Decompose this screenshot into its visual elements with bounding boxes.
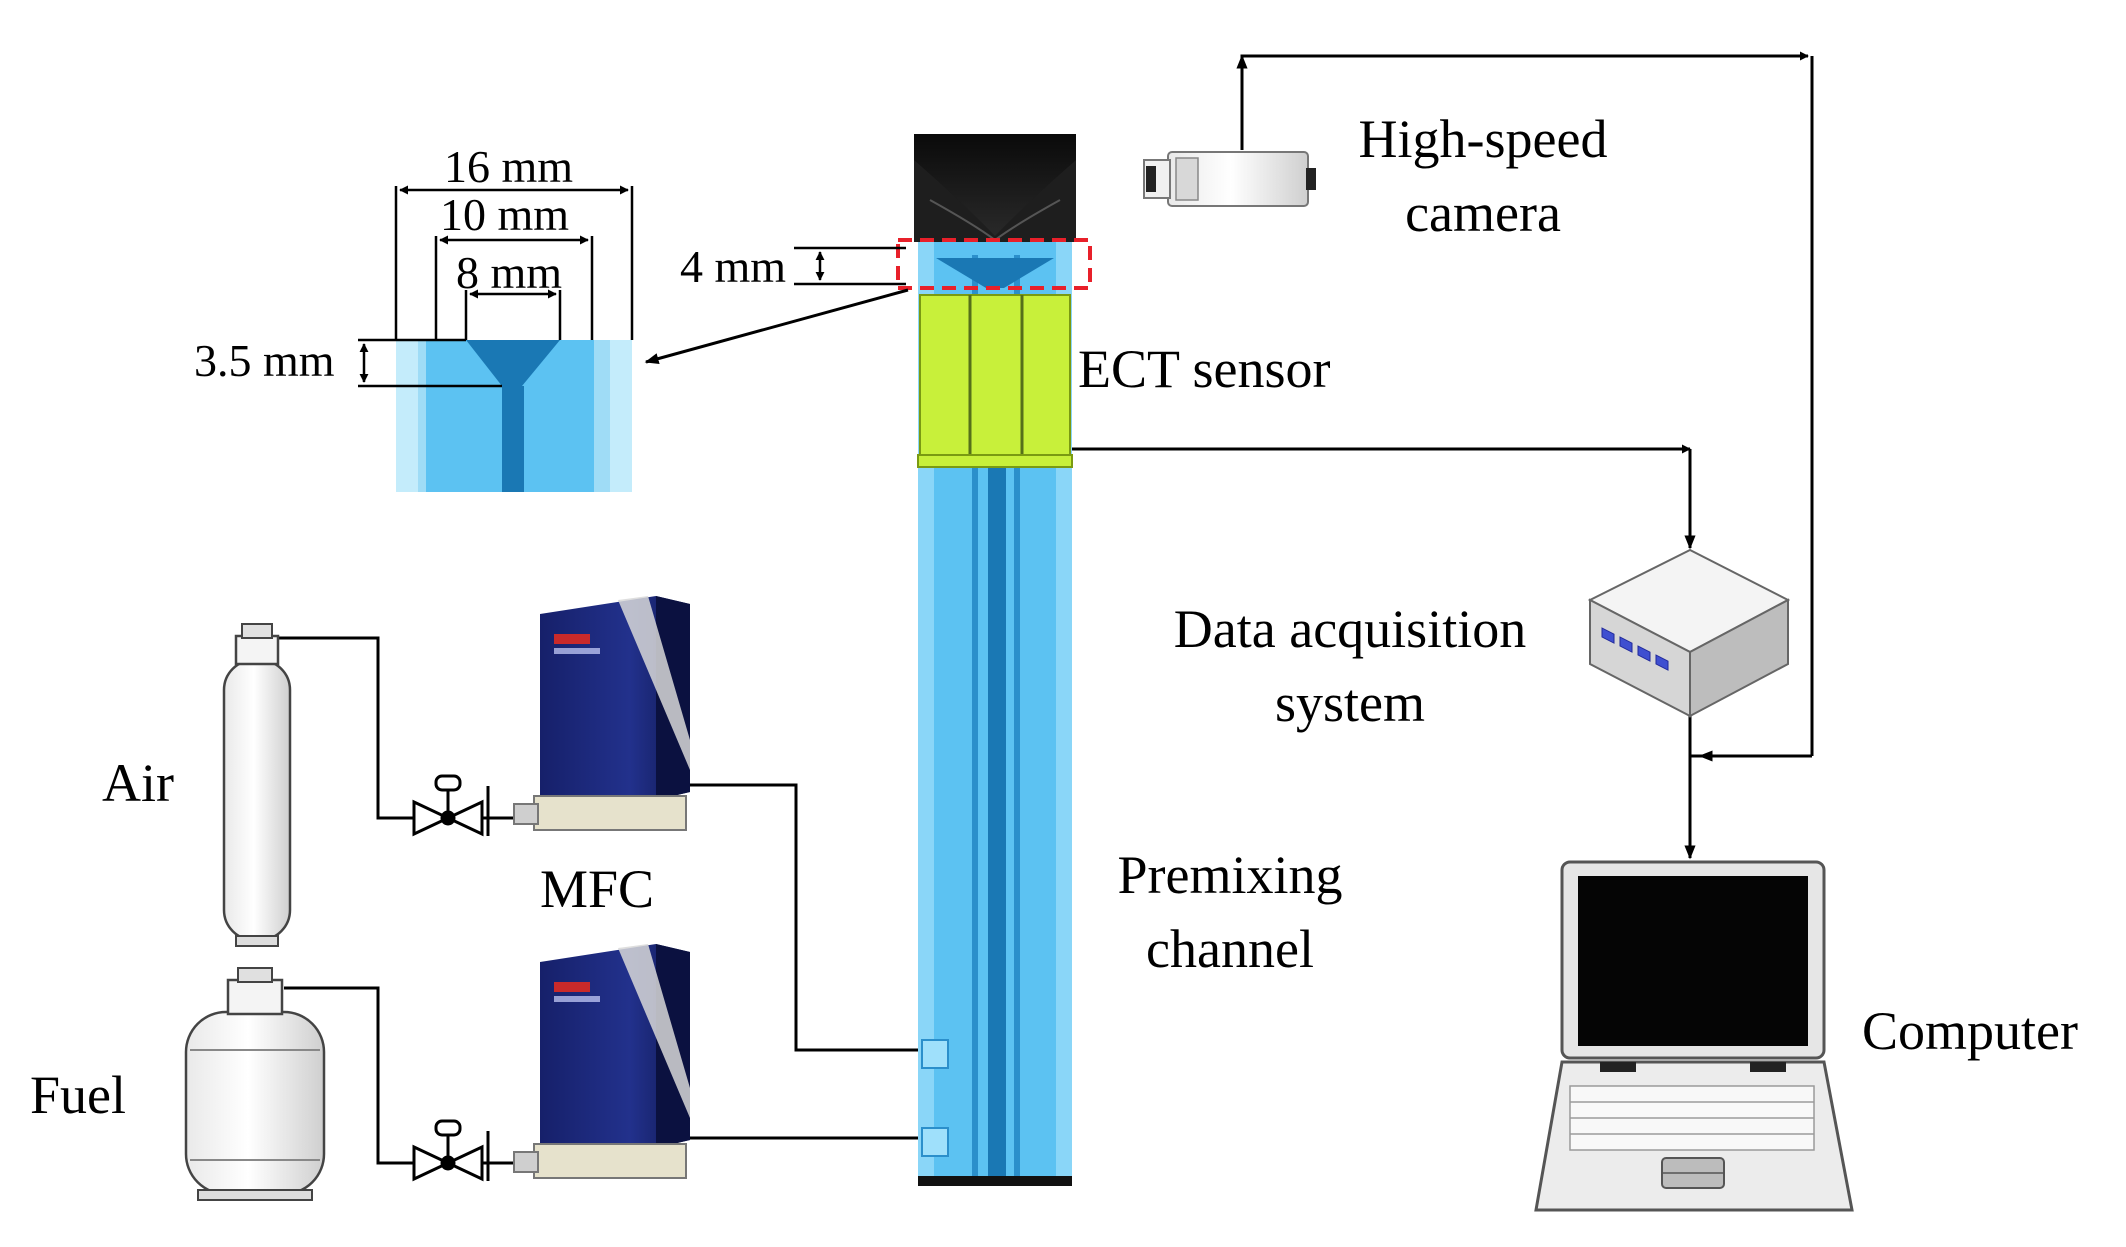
premixing-label-line1: Premixing [1117,845,1343,905]
camera-label-line1: High-speed [1358,109,1608,169]
flame-zone [914,134,1076,242]
dim-outer-width: 16 mm [444,141,574,192]
dim-gap: 4 mm [680,241,787,292]
fuel-valve-icon [412,1119,528,1182]
computer-label: Computer [1862,1001,2078,1061]
daq-label-line1: Data acquisition [1173,599,1527,659]
premixing-label-line2: channel [1146,919,1314,979]
fuel-label: Fuel [30,1065,127,1125]
ect-sensor-label: ECT sensor [1078,339,1331,399]
daq-icon [1587,548,1791,718]
fuel-tank-icon [184,967,326,1201]
fuel-mfc-icon [513,944,690,1179]
zoom-inset [358,185,634,492]
camera-label-line2: camera [1405,183,1561,243]
mfc-label: MFC [540,859,655,919]
air-cylinder-icon [222,623,292,947]
gas-lines [276,636,926,1165]
air-label: Air [102,753,174,813]
laptop-icon [1534,860,1854,1212]
dim-cone-depth: 3.5 mm [194,335,335,386]
gap-dimension [794,246,906,286]
highlight-box [896,238,1092,290]
dim-inner-width: 8 mm [456,247,563,298]
daq-label-line2: system [1274,673,1425,733]
signal-lines [1072,51,1814,860]
camera-icon [1143,151,1316,207]
dim-mid-width: 10 mm [440,189,570,240]
ect-sensor [917,294,1073,468]
air-mfc-icon [513,596,690,831]
zoom-arrow [644,288,909,365]
air-valve-icon [412,774,528,837]
